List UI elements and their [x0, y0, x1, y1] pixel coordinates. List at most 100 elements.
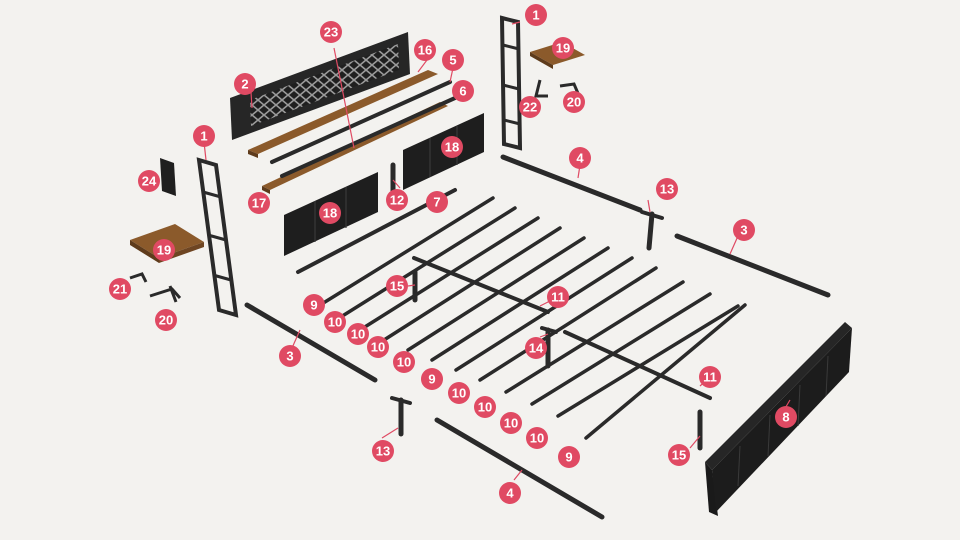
callout-badge-label: 10	[452, 386, 466, 401]
callout-badge-circle	[699, 366, 721, 388]
callout-badge-circle	[324, 311, 346, 333]
callout-badge-label: 14	[529, 341, 544, 356]
callout-badge-19: 19	[153, 239, 175, 261]
callout-badge-10: 10	[367, 336, 389, 358]
callout-badge-23: 23	[320, 21, 342, 43]
callout-badge-15: 15	[386, 275, 408, 297]
callout-badge-circle	[733, 219, 755, 241]
side-rail-right-4	[500, 154, 643, 213]
callout-badge-label: 1	[532, 8, 539, 23]
callout-badge-circle	[319, 202, 341, 224]
callout-badge-circle	[393, 351, 415, 373]
callout-badge-10: 10	[324, 311, 346, 333]
callout-badge-label: 2	[241, 77, 248, 92]
callout-badge-label: 9	[565, 450, 572, 465]
callout-badge-circle	[441, 136, 463, 158]
callout-badge-13: 13	[656, 178, 678, 200]
callout-badge-circle	[526, 427, 548, 449]
callout-badge-circle	[656, 178, 678, 200]
callout-badge-label: 10	[328, 315, 342, 330]
bracket-part-20-left	[149, 285, 182, 303]
callout-badge-18: 18	[319, 202, 341, 224]
center-support-beam-11a	[412, 256, 550, 314]
callout-badge-label: 24	[142, 174, 157, 189]
callout-badge-circle	[525, 4, 547, 26]
side-rail-left-4	[434, 417, 605, 520]
right-leg-post	[499, 15, 523, 151]
callout-badge-11: 11	[547, 286, 569, 308]
callout-badge-label: 3	[286, 349, 293, 364]
callout-badge-circle	[347, 323, 369, 345]
callout-badge-18: 18	[441, 136, 463, 158]
hook-part-22	[534, 79, 548, 98]
callout-badge-label: 8	[782, 410, 789, 425]
callout-badge-10: 10	[393, 351, 415, 373]
callout-badge-10: 10	[347, 323, 369, 345]
callout-badge-circle	[563, 91, 585, 113]
callout-badge-label: 1	[200, 129, 207, 144]
callout-badge-11: 11	[699, 366, 721, 388]
callout-badge-label: 19	[556, 41, 570, 56]
callout-badge-label: 18	[445, 140, 459, 155]
callout-badge-label: 13	[660, 182, 674, 197]
callout-badge-label: 9	[310, 298, 317, 313]
callout-badge-24: 24	[138, 170, 160, 192]
callout-badge-label: 10	[397, 355, 411, 370]
callout-badge-21: 21	[109, 278, 131, 300]
callout-badge-4: 4	[569, 147, 591, 169]
support-leg-14	[540, 326, 558, 369]
callout-badge-label: 7	[433, 195, 440, 210]
callout-badge-label: 16	[418, 43, 432, 58]
callout-badge-circle	[248, 192, 270, 214]
callout-badge-15: 15	[668, 444, 690, 466]
callout-badge-label: 15	[672, 448, 686, 463]
callout-badge-3: 3	[733, 219, 755, 241]
callout-badge-circle	[367, 336, 389, 358]
callout-badge-label: 11	[551, 290, 565, 305]
callout-badge-label: 22	[523, 100, 537, 115]
callout-badge-19: 19	[552, 37, 574, 59]
side-rail-right-3	[674, 233, 831, 298]
callout-badge-17: 17	[248, 192, 270, 214]
callout-badge-circle	[442, 49, 464, 71]
callout-badge-14: 14	[525, 337, 547, 359]
callout-badge-label: 10	[371, 340, 385, 355]
callout-badge-label: 20	[159, 313, 173, 328]
callout-badge-label: 10	[478, 400, 492, 415]
callout-badge-label: 23	[324, 25, 338, 40]
callout-badge-circle	[569, 147, 591, 169]
callout-badge-circle	[234, 73, 256, 95]
headboard-lattice-panel	[230, 32, 410, 140]
shelf-support-rail-6	[280, 96, 457, 178]
callout-badge-label: 13	[376, 444, 390, 459]
callout-badge-circle	[320, 21, 342, 43]
callout-badge-circle	[552, 37, 574, 59]
callout-badge-circle	[426, 191, 448, 213]
shelf-support-rail-5	[270, 80, 452, 164]
callout-badge-22: 22	[519, 96, 541, 118]
callout-badge-2: 2	[234, 73, 256, 95]
callout-badge-6: 6	[452, 80, 474, 102]
callout-badge-circle	[421, 368, 443, 390]
callout-badge-13: 13	[372, 440, 394, 462]
callout-badge-circle	[500, 412, 522, 434]
callout-badge-label: 10	[530, 431, 544, 446]
callout-badge-circle	[547, 286, 569, 308]
callout-badge-circle	[279, 345, 301, 367]
hook-part-21	[129, 272, 148, 283]
callout-badge-label: 10	[504, 416, 518, 431]
callout-badge-8: 8	[775, 406, 797, 428]
left-leg-post	[196, 157, 239, 318]
outlet-plate	[160, 158, 176, 196]
callout-badge-circle	[519, 96, 541, 118]
callout-badge-circle	[386, 189, 408, 211]
callout-badge-circle	[193, 125, 215, 147]
callout-badge-circle	[499, 482, 521, 504]
callout-badge-20: 20	[563, 91, 585, 113]
callout-badge-circle	[668, 444, 690, 466]
callout-badge-circle	[775, 406, 797, 428]
callout-badge-label: 4	[506, 486, 514, 501]
callout-badge-circle	[372, 440, 394, 462]
callout-badges: 1123344567899910101010101010101111121313…	[109, 4, 797, 504]
